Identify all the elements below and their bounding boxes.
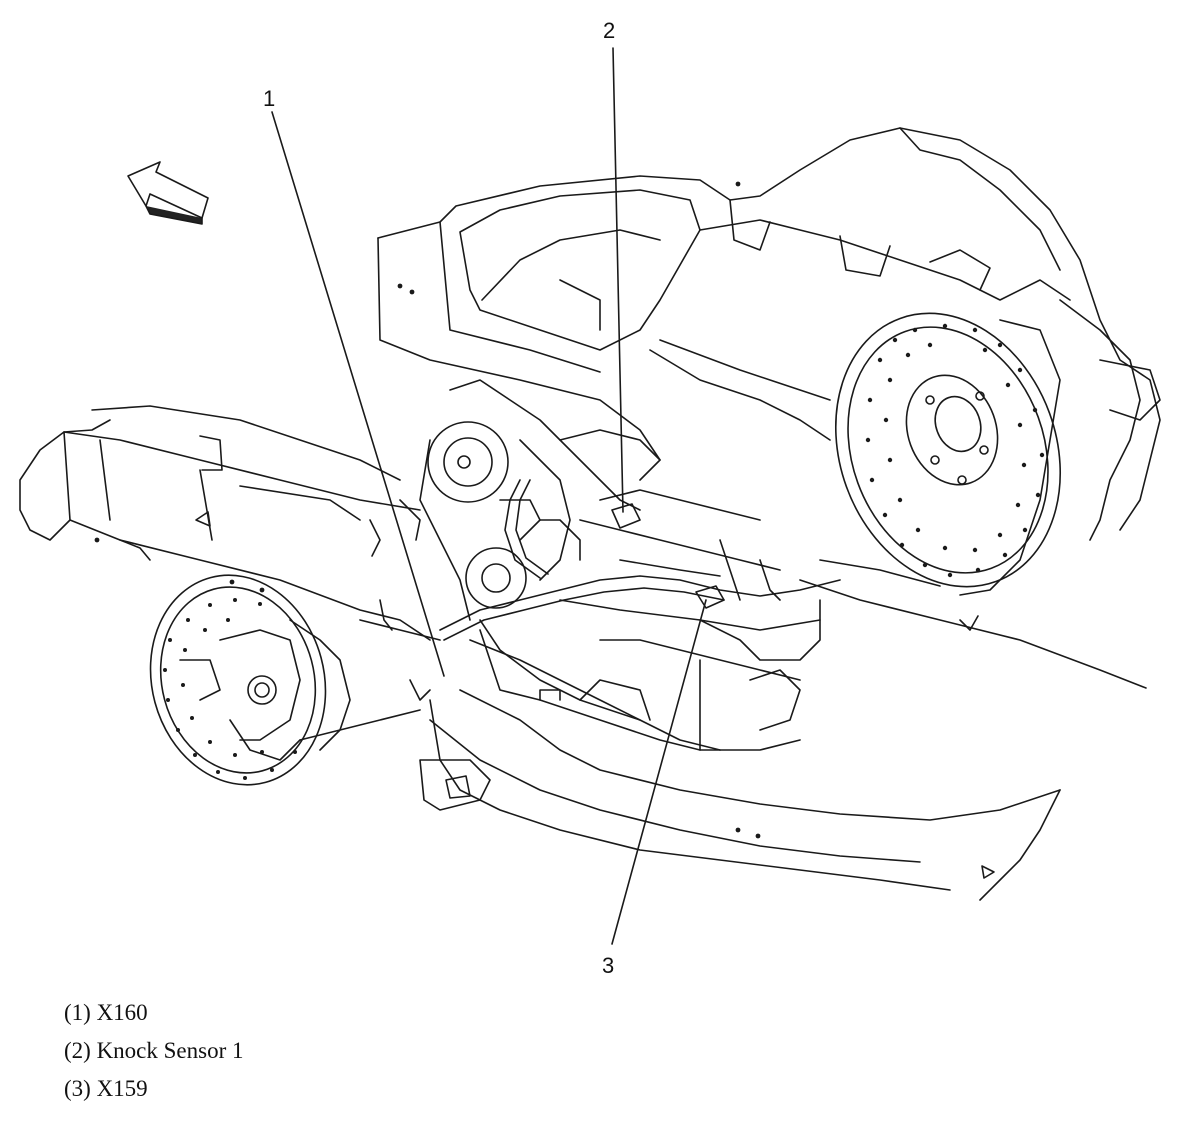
wiring-harness [359, 479, 841, 701]
callout-2-leader [612, 47, 624, 513]
front-direction-arrow-icon [127, 161, 209, 225]
callout-number-2: 2 [603, 18, 616, 43]
legend-item-2: (2) Knock Sensor 1 [64, 1038, 244, 1063]
callout-3-leader [611, 599, 707, 945]
legend-item-1: (1) X160 [64, 1000, 148, 1025]
callout-legend: (1) X160 (2) Knock Sensor 1 (3) X159 [64, 994, 244, 1108]
callout-number-3: 3 [602, 953, 615, 978]
callout-1-leader [271, 111, 445, 677]
frame-fastener-holes [94, 181, 761, 839]
callout-number-1: 1 [263, 86, 276, 111]
left-rotor-drill-holes [163, 598, 297, 780]
legend-item-3: (3) X159 [64, 1076, 148, 1101]
engine-assembly [419, 379, 801, 751]
left-frame-rail [19, 405, 431, 641]
engine-bay-line-drawing [19, 47, 1161, 945]
left-brake-rotor [149, 574, 421, 786]
right-brake-rotor [834, 312, 1062, 596]
lower-body-panel [419, 559, 1147, 901]
rear-crossmember [377, 127, 1161, 541]
right-rotor-drill-holes [865, 323, 1045, 578]
